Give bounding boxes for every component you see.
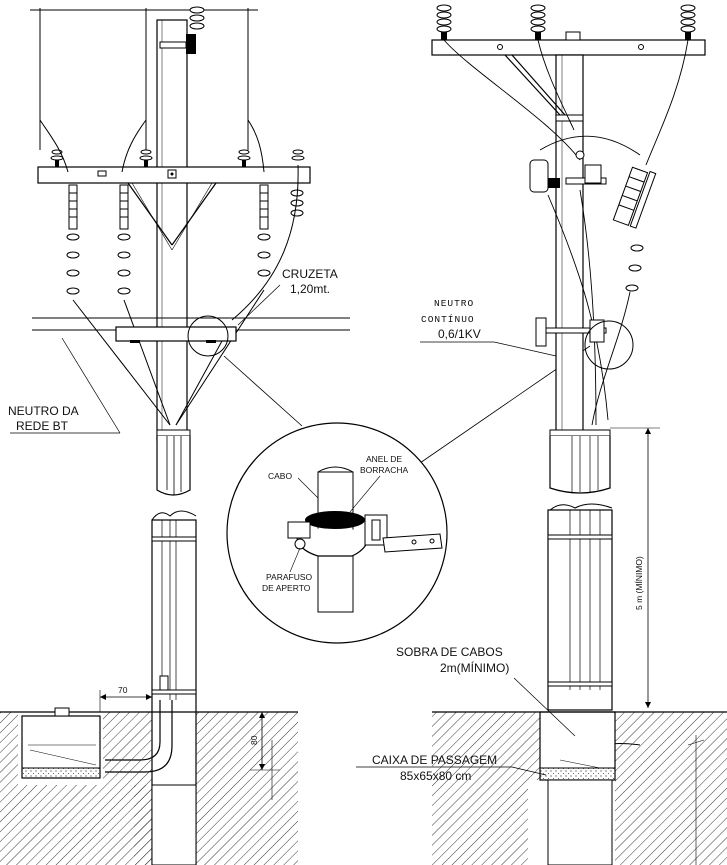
detail-cabo-label: CABO	[268, 471, 292, 481]
sobra-cabos-callout: SOBRA DE CABOS 2m(MÍNIMO)	[396, 645, 576, 737]
insulator-string-right	[625, 244, 644, 292]
continuo-label: CONTÍNUO	[421, 314, 475, 325]
arrester-right	[529, 150, 607, 193]
fuse-cutout-right	[612, 166, 657, 229]
pin-insulators-left	[50, 149, 305, 167]
neutro-da-label: NEUTRO DA	[8, 404, 79, 418]
detail-parafuso-label-1: PARAFUSO	[266, 572, 313, 582]
neutro-label: NEUTRO	[434, 298, 474, 309]
insulator-strings-left	[66, 184, 304, 295]
neutro-rede-callout: NEUTRO DA REDE BT	[8, 337, 121, 434]
caixa-label-1: CAIXA DE PASSAGEM	[372, 753, 497, 767]
detail-magnified-view: CABO ANEL DE BORRACHA PARAFUSO DE APERTO	[223, 345, 591, 644]
cruzeta-callout: CRUZETA 1,20mt.	[237, 267, 338, 326]
left-pole-assembly: 70 80	[0, 6, 350, 865]
kv-label: 0,6/1KV	[438, 327, 481, 341]
ground-left	[0, 707, 298, 865]
neutral-bracket-left	[32, 315, 350, 357]
cruzeta-size-label: 1,20mt.	[290, 282, 330, 296]
neutro-continuo-callout: NEUTRO CONTÍNUO 0,6/1KV	[420, 298, 557, 357]
dimension-80: 80	[249, 711, 280, 800]
sobra-label-2: 2m(MÍNIMO)	[440, 660, 509, 675]
caixa-label-2: 85x65x80 cm	[400, 769, 471, 783]
caixa-passagem-callout: CAIXA DE PASSAGEM 85x65x80 cm	[356, 753, 547, 783]
sobra-label-1: SOBRA DE CABOS	[396, 645, 503, 659]
dimension-70: 70	[99, 685, 152, 712]
cross-arm-left	[37, 166, 311, 251]
right-pole-assembly: 5 m (MÍNIMO)	[431, 4, 727, 865]
top-insulators-right	[436, 4, 696, 40]
detail-parafuso-label-2: DE APERTO	[262, 583, 311, 593]
detail-anel-label-1: ANEL DE	[366, 454, 402, 464]
dim-80-label: 80	[249, 735, 259, 745]
cruzeta-label: CRUZETA	[282, 267, 338, 281]
drop-cables-left	[39, 119, 299, 426]
dim-5m-label: 5 m (MÍNIMO)	[634, 556, 644, 610]
rede-bt-label: REDE BT	[16, 419, 69, 433]
detail-anel-label-2: BORRACHA	[360, 465, 409, 475]
top-insulator-left	[159, 6, 205, 54]
dim-70-label: 70	[118, 685, 128, 695]
